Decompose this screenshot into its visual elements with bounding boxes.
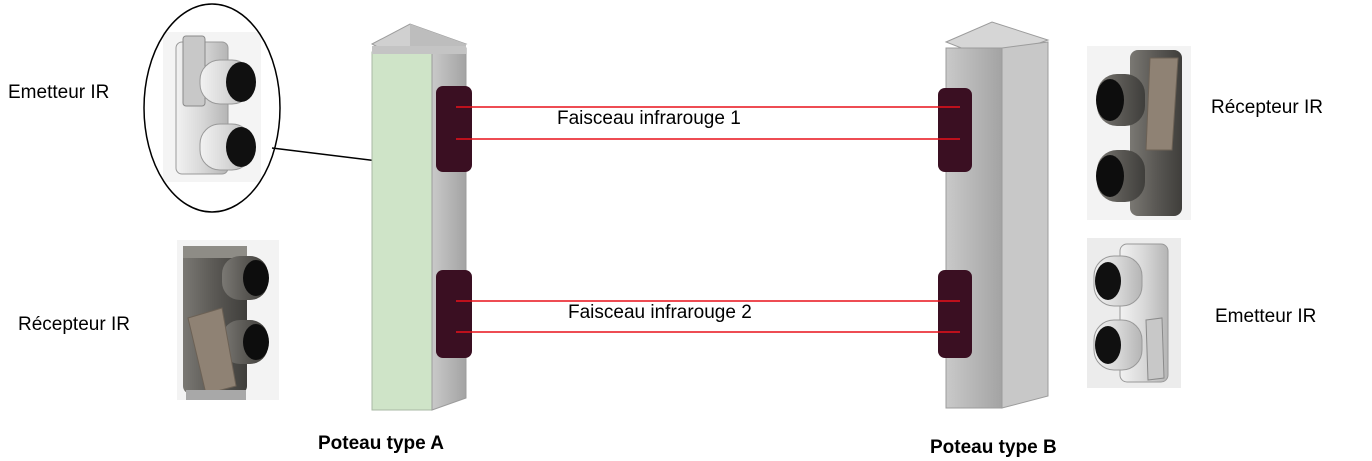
post-b: [938, 21, 1050, 409]
highlight-ellipse: [143, 3, 281, 213]
beam-1-label: Faisceau infrarouge 1: [557, 108, 741, 129]
lens-window: [938, 270, 972, 358]
label-right-top: Récepteur IR: [1211, 97, 1323, 118]
ir-emitter-device: [163, 32, 261, 182]
lens-window: [436, 270, 472, 358]
label-left-top: Emetteur IR: [8, 82, 110, 103]
post-b-caption: Poteau type B: [930, 437, 1057, 458]
lens-window: [436, 86, 472, 172]
beam-1: [456, 106, 960, 140]
beam-2-label: Faisceau infrarouge 2: [568, 302, 752, 323]
ir-receiver-device: [177, 240, 279, 400]
label-right-bottom: Emetteur IR: [1215, 306, 1317, 327]
post-a: [370, 23, 472, 411]
lens-window: [938, 88, 972, 172]
ir-emitter-device: [1087, 238, 1181, 388]
ir-receiver-device: [1087, 46, 1191, 220]
post-a-caption: Poteau type A: [318, 433, 444, 454]
beam-2: [456, 300, 960, 333]
label-left-bottom: Récepteur IR: [18, 314, 130, 335]
